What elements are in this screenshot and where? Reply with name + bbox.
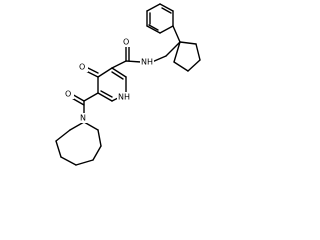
amide-ring-bond	[111, 60, 127, 69]
nh-ring-label: NH	[118, 93, 130, 102]
nh-amide-bg	[140, 57, 154, 67]
oxygen-azepane-label: O	[65, 90, 71, 99]
n-azepane-bg	[79, 113, 89, 123]
methylene-bond	[165, 41, 181, 57]
oxygen-amide-label: O	[123, 38, 129, 47]
n-azepane-label: N	[80, 114, 86, 123]
nh-carbonyl-bond	[125, 60, 142, 63]
oxygen-amide-bg	[122, 37, 132, 47]
pyridinone-ring	[97, 67, 127, 102]
ch2-nh-bond	[151, 55, 167, 63]
phenyl-cyclopentyl-bond	[172, 25, 181, 43]
structure-canvas: O NH O NH O N	[55, 3, 201, 166]
nh-amide-label: NH	[141, 58, 153, 67]
nh-ring-bg	[117, 92, 131, 102]
cyclopentane-ring	[173, 41, 201, 72]
molecule-diagram: O NH O NH O N	[55, 3, 201, 166]
ring-carbonyl-bond	[83, 92, 99, 102]
azepane-ring	[55, 121, 102, 166]
oxygen-ring-bg	[78, 62, 88, 72]
oxygen-ring-label: O	[79, 63, 85, 72]
oxygen-azepane-bg	[64, 89, 74, 99]
phenyl-ring	[146, 3, 174, 34]
